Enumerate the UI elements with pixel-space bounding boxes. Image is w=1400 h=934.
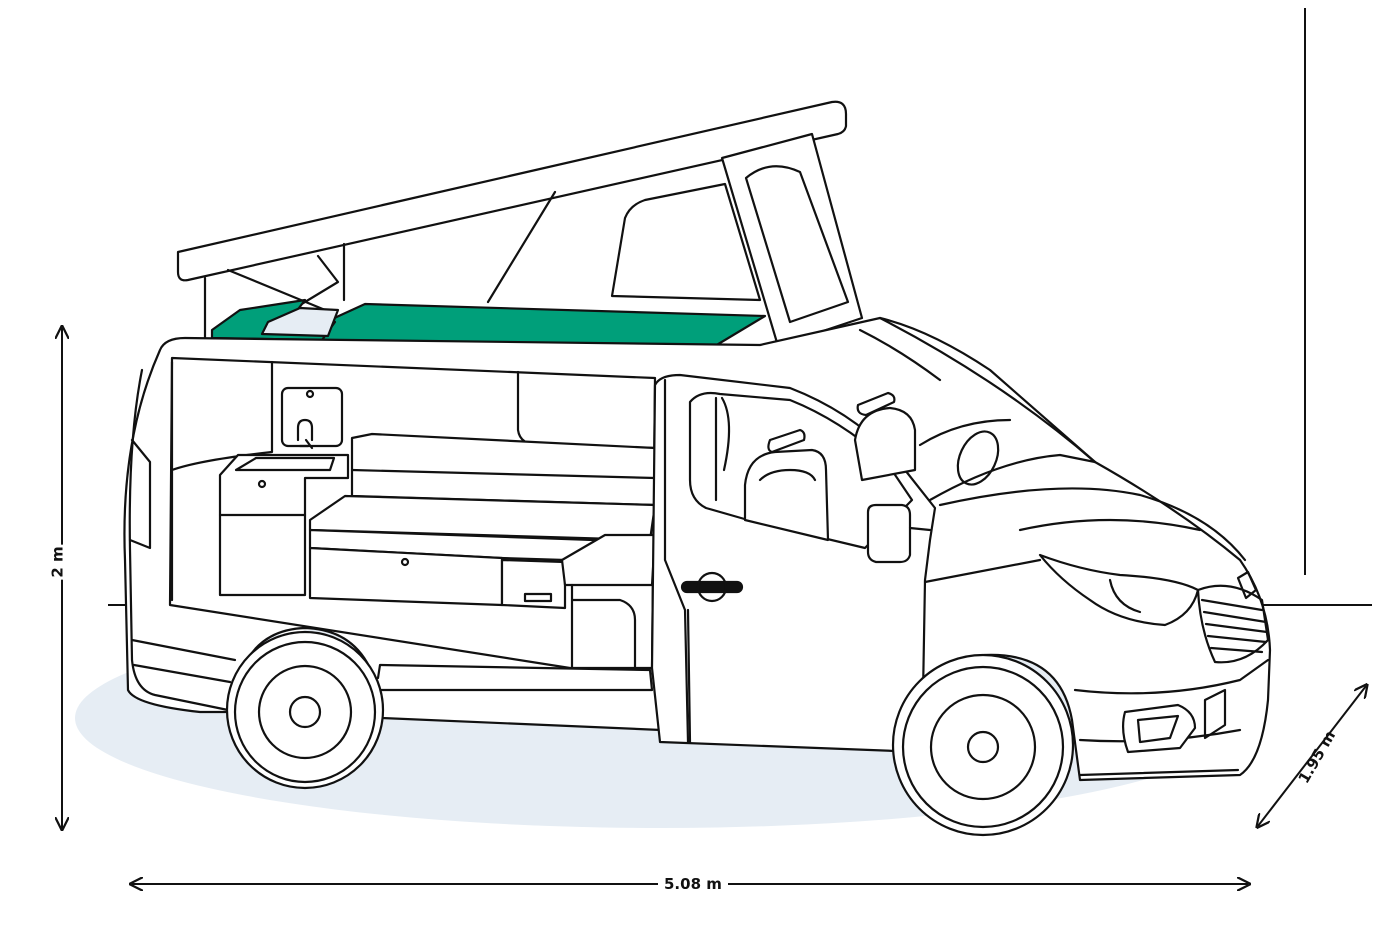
front-wheel-hub [966, 730, 1000, 764]
rear-light [128, 438, 152, 550]
seat-headrest [767, 428, 806, 454]
rear-door-edge [128, 368, 230, 712]
window-pillar [714, 396, 731, 502]
roof-lid [176, 100, 848, 282]
mirror-arm [908, 526, 932, 532]
front-grille [1196, 584, 1270, 664]
roof-tent-front-window [744, 165, 850, 324]
door-inner-line [663, 378, 690, 744]
side-cabinet [570, 583, 637, 670]
dashboard [918, 418, 1097, 502]
rear-wheel-rim [257, 664, 353, 760]
rear-bumper [130, 638, 237, 684]
sink-basin [234, 456, 336, 472]
hood [938, 487, 1247, 562]
fog-light-inner [1136, 714, 1180, 744]
length-label: 5.08 m [658, 875, 728, 893]
front-wheel-rim [929, 693, 1037, 801]
height-label: 2 m [48, 544, 67, 580]
van-body [123, 100, 1272, 837]
step-sill [376, 663, 654, 692]
rear-wheel-hub [288, 695, 322, 729]
door-handle-recess [696, 571, 728, 603]
steering-wheel [956, 430, 1000, 486]
brand-logo [1236, 570, 1258, 600]
storage-knob [400, 557, 410, 567]
rear-wheel-tire [233, 640, 377, 784]
bench-backrest-line [350, 468, 657, 480]
passenger-headrest [856, 391, 896, 417]
kitchen-knob [257, 479, 267, 489]
interior-back-wall [170, 360, 274, 602]
storage-drawer [500, 558, 567, 610]
body-side-line [686, 558, 1042, 744]
side-mirror [866, 503, 912, 564]
width-arrow [1258, 686, 1366, 826]
sink-tap-icon [296, 418, 314, 450]
drawer-handle [523, 592, 553, 603]
roof-tent-side-window [610, 182, 762, 302]
sink-screw [305, 389, 315, 399]
seat-stitching [758, 468, 817, 482]
headlight [1038, 553, 1200, 627]
kitchen-unit [218, 453, 350, 597]
roof-mattress-fold [260, 306, 340, 338]
roof-tent-front [720, 132, 864, 348]
storage-box [308, 546, 504, 607]
headlight-inner [1108, 578, 1142, 614]
grille-slats [1200, 598, 1269, 654]
windshield [858, 316, 1097, 464]
front-wheel-tire [901, 665, 1065, 829]
roof-tent-pole [486, 190, 557, 304]
passenger-seat [853, 406, 917, 482]
door-handle [680, 580, 744, 594]
bumper-vent [1203, 688, 1227, 740]
